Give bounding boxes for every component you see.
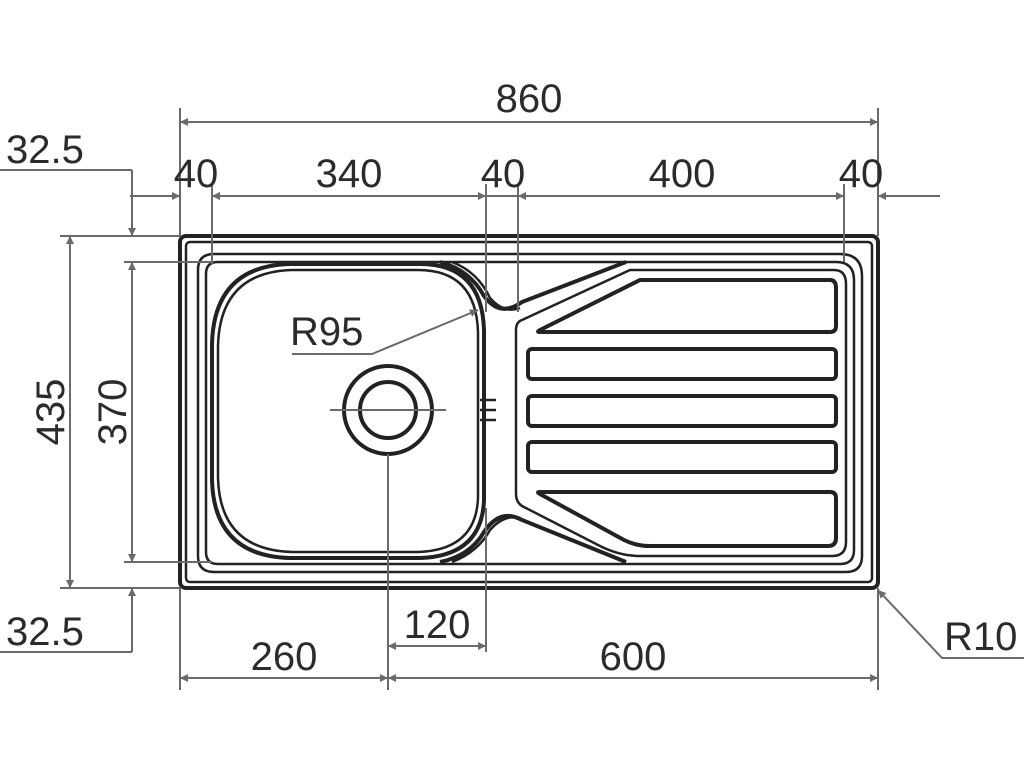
label-waste-to-right: 600 bbox=[600, 635, 667, 679]
drainer-groove-4 bbox=[526, 440, 838, 474]
transition-lower-inner bbox=[451, 516, 521, 564]
label-bottom-margin: 32.5 bbox=[6, 610, 84, 654]
drainer-surround bbox=[514, 268, 848, 558]
label-right-margin: 40 bbox=[839, 152, 884, 196]
drainer-groove-3 bbox=[526, 394, 838, 428]
label-left-margin: 40 bbox=[174, 152, 219, 196]
label-overall-width: 860 bbox=[496, 77, 563, 121]
label-bowl-width: 340 bbox=[316, 152, 383, 196]
label-top-margin: 32.5 bbox=[6, 128, 84, 172]
sink-outer-edge bbox=[178, 234, 880, 590]
transition-upper bbox=[439, 260, 627, 311]
extension-lines bbox=[0, 108, 879, 690]
dimension-lines bbox=[66, 118, 1024, 682]
bowl-outline bbox=[210, 262, 486, 560]
label-waste-to-edge: 260 bbox=[251, 635, 318, 679]
drainer-groove-5 bbox=[536, 490, 838, 548]
dim-bowl-radius-leader bbox=[292, 309, 479, 355]
dim-corner-radius-leader bbox=[877, 589, 1024, 659]
transition-upper-inner bbox=[451, 260, 521, 311]
drainer-groove-2 bbox=[526, 347, 838, 381]
dimension-labels: 860 40 340 40 400 40 32.5 32.5 435 370 R… bbox=[6, 77, 1017, 679]
sink-rim bbox=[196, 252, 864, 574]
label-drainer-width: 400 bbox=[649, 152, 716, 196]
label-waste-to-bowl: 120 bbox=[404, 603, 471, 647]
bowl-inner-outline bbox=[216, 268, 480, 554]
drainer-groove-1 bbox=[536, 278, 838, 334]
sink-body bbox=[178, 234, 880, 590]
label-overall-depth: 435 bbox=[29, 379, 73, 446]
sink-outer-edge-inner bbox=[184, 240, 874, 584]
label-bowl-depth: 370 bbox=[91, 379, 135, 446]
label-bowl-radius: R95 bbox=[290, 310, 363, 354]
sink-rim-inner bbox=[204, 260, 856, 566]
label-center-gap: 40 bbox=[481, 152, 526, 196]
label-corner-radius: R10 bbox=[944, 615, 1017, 659]
